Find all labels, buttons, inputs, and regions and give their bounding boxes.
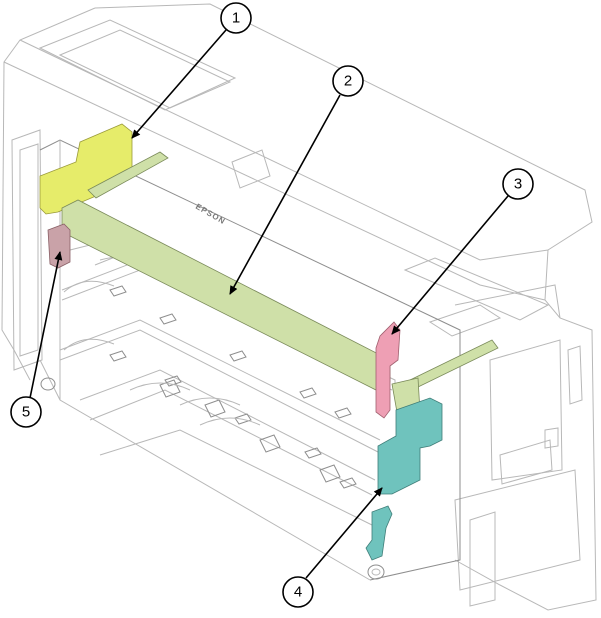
part-1-bracket [39,123,133,215]
callout-1-circle [220,2,252,34]
callout-3-leader [391,195,509,335]
callout-2: 2 [229,65,364,295]
callout-5-leader [29,251,63,399]
callout-1: 1 [131,2,252,139]
callout-5-circle [10,396,42,428]
part-2-rod-right [409,339,499,389]
brand-label: EPSON [194,202,227,226]
callout-4-number: 4 [294,584,302,601]
callout-3: 3 [391,168,534,335]
callout-1-number: 1 [232,10,240,27]
callout-2-leader [229,94,341,295]
callout-4: 4 [282,487,383,608]
paper-path-internals [59,239,396,526]
callout-4-leader [305,487,383,579]
callout-2-number: 2 [344,73,352,90]
callout-5-number: 5 [22,404,30,421]
callout-5: 5 [10,251,63,428]
part-5-bracket [47,223,71,269]
callout-1-leader [131,29,227,139]
part-2-rod-left [87,151,169,199]
part-4-bracket [377,397,443,495]
callout-2-circle [332,65,364,97]
callout-4-circle [282,576,314,608]
part-4-lower-tab [365,505,393,561]
part-2-beam [61,199,391,391]
callout-3-number: 3 [514,176,522,193]
callout-3-circle [502,168,534,200]
printer-body [1,3,597,611]
